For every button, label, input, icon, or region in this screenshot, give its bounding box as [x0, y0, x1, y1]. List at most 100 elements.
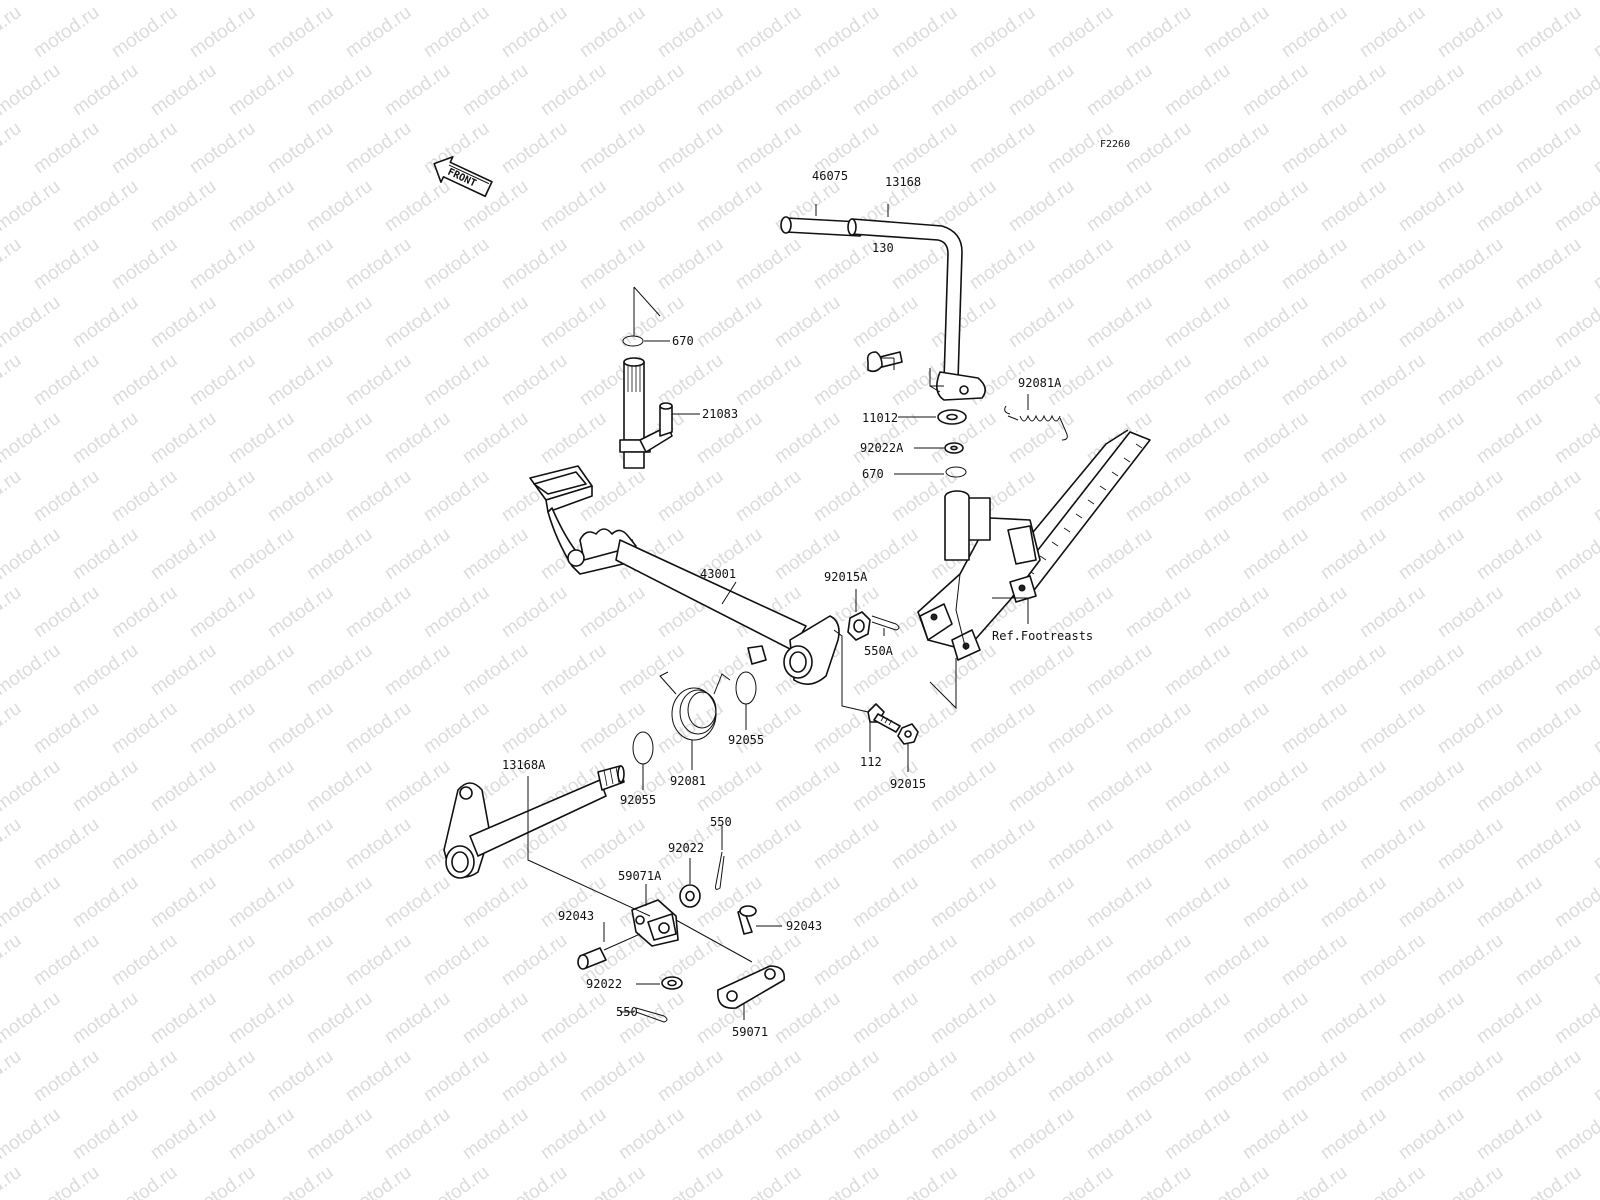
watermark-text: motod.ru	[303, 176, 376, 236]
watermark-text: motod.ru	[30, 930, 103, 990]
watermark-text: motod.ru	[225, 872, 298, 932]
watermark-text: motod.ru	[1317, 408, 1390, 468]
watermark-text: motod.ru	[498, 582, 571, 642]
watermark-text: motod.ru	[186, 350, 259, 410]
watermark-text: motod.ru	[459, 408, 532, 468]
shaft-21083	[619, 335, 673, 469]
watermark-text: motod.ru	[147, 640, 220, 700]
watermark-text: motod.ru	[498, 234, 571, 294]
watermark-text: motod.ru	[966, 930, 1039, 990]
watermark-text: motod.ru	[225, 756, 298, 816]
label-92043-left: 92043	[558, 909, 594, 923]
watermark-text: motod.ru	[264, 814, 337, 874]
watermark-text: motod.ru	[147, 988, 220, 1048]
watermark-text: motod.ru	[1512, 2, 1585, 62]
watermark-text: motod.ru	[1083, 640, 1156, 700]
watermark-text: motod.ru	[732, 1046, 805, 1106]
watermark-text: motod.ru	[186, 2, 259, 62]
watermark-text: motod.ru	[654, 2, 727, 62]
watermark-text: motod.ru	[1083, 872, 1156, 932]
watermark-text: motod.ru	[732, 466, 805, 526]
watermark-text: motod.ru	[771, 408, 844, 468]
watermark-text: motod.ru	[966, 698, 1039, 758]
watermark-text: motod.ru	[1044, 1162, 1117, 1200]
watermark-text: motod.ru	[1278, 2, 1351, 62]
watermark-text: motod.ru	[1434, 466, 1507, 526]
watermark-text: motod.ru	[771, 0, 844, 4]
watermark-text: motod.ru	[1005, 640, 1078, 700]
watermark-text: motod.ru	[342, 1162, 415, 1200]
label-21083: 21083	[702, 407, 738, 421]
watermark-text: motod.ru	[30, 350, 103, 410]
watermark-text: motod.ru	[1083, 0, 1156, 4]
watermark-text: motod.ru	[732, 350, 805, 410]
watermark-text: motod.ru	[1278, 698, 1351, 758]
watermark-text: motod.ru	[1512, 234, 1585, 294]
watermark-text: motod.ru	[1005, 872, 1078, 932]
watermark-text: motod.ru	[30, 814, 103, 874]
watermark-text: motod.ru	[537, 640, 610, 700]
watermark-text: motod.ru	[381, 408, 454, 468]
watermark-text: motod.ru	[1005, 292, 1078, 352]
watermark-text: motod.ru	[381, 0, 454, 4]
watermark-text: motod.ru	[1395, 292, 1468, 352]
watermark-text: motod.ru	[147, 872, 220, 932]
watermark-text: motod.ru	[1239, 176, 1312, 236]
label-92022-upper: 92022	[668, 841, 704, 855]
watermark-text: motod.ru	[693, 292, 766, 352]
watermark-text: motod.ru	[1278, 118, 1351, 178]
watermark-text: motod.ru	[1200, 1046, 1273, 1106]
watermark-text: motod.ru	[693, 0, 766, 4]
watermark-text: motod.ru	[420, 234, 493, 294]
washer-92022A	[944, 442, 964, 454]
watermark-text: motod.ru	[1200, 350, 1273, 410]
watermark-text: motod.ru	[1434, 930, 1507, 990]
watermark-text: motod.ru	[186, 466, 259, 526]
watermark-text: motod.ru	[1590, 698, 1600, 758]
pin-92043-left	[577, 947, 607, 970]
watermark-text: motod.ru	[1161, 292, 1234, 352]
watermark-text: motod.ru	[1317, 756, 1390, 816]
watermark-text: motod.ru	[69, 640, 142, 700]
watermark-text: motod.ru	[1161, 872, 1234, 932]
rod-end-59071	[717, 965, 786, 1009]
watermark-text: motod.ru	[1005, 1104, 1078, 1164]
watermark-text: motod.ru	[381, 872, 454, 932]
watermark-text: motod.ru	[927, 60, 1000, 120]
watermark-text: motod.ru	[1239, 640, 1312, 700]
watermark-text: motod.ru	[1356, 582, 1429, 642]
reference-note: Ref.Footreasts	[992, 629, 1093, 643]
watermark-text: motod.ru	[1434, 118, 1507, 178]
label-92015A: 92015A	[824, 570, 868, 584]
watermark-text: motod.ru	[303, 524, 376, 584]
watermark-text: motod.ru	[1200, 814, 1273, 874]
watermark-text: motod.ru	[1161, 0, 1234, 4]
watermark-text: motod.ru	[1434, 582, 1507, 642]
watermark-text: motod.ru	[1473, 640, 1546, 700]
watermark-text: motod.ru	[1512, 582, 1585, 642]
watermark-text: motod.ru	[1239, 524, 1312, 584]
watermark-text: motod.ru	[927, 988, 1000, 1048]
watermark-text: motod.ru	[1356, 1162, 1429, 1200]
watermark-text: motod.ru	[1200, 930, 1273, 990]
watermark-text: motod.ru	[771, 756, 844, 816]
watermark-text: motod.ru	[0, 930, 25, 990]
watermark-text: motod.ru	[1161, 988, 1234, 1048]
watermark-text: motod.ru	[1200, 582, 1273, 642]
watermark-text: motod.ru	[381, 176, 454, 236]
watermark-text: motod.ru	[30, 582, 103, 642]
watermark-text: motod.ru	[693, 60, 766, 120]
watermark-text: motod.ru	[30, 698, 103, 758]
watermark-text: motod.ru	[1239, 292, 1312, 352]
watermark-text: motod.ru	[1278, 814, 1351, 874]
bolt-130	[866, 351, 903, 373]
watermark-text: motod.ru	[69, 0, 142, 4]
label-46075: 46075	[812, 169, 848, 183]
watermark-text: motod.ru	[1590, 234, 1600, 294]
watermark-text: motod.ru	[1122, 698, 1195, 758]
watermark-text: motod.ru	[0, 640, 64, 700]
watermark-text: motod.ru	[654, 466, 727, 526]
watermark-text: motod.ru	[1044, 2, 1117, 62]
watermark-text: motod.ru	[1512, 1046, 1585, 1106]
clevis-59071A	[631, 899, 679, 947]
